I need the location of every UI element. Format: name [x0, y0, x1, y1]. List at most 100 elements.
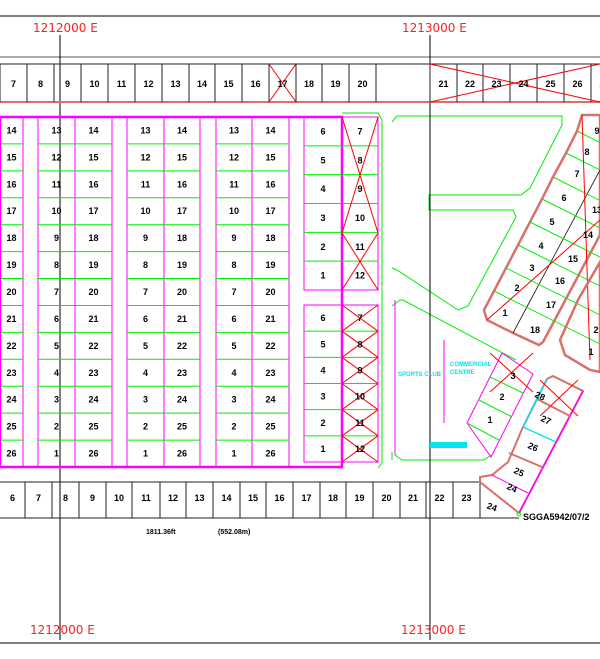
block-b-left-plot-2: 2: [143, 422, 148, 432]
east-top-right-plot-12: 12: [355, 271, 365, 281]
diagonal-inner-plot-15: 15: [568, 254, 578, 264]
diagonal-inner-plot-16: 16: [555, 276, 565, 286]
east-bottom-left-plot-3: 3: [320, 392, 325, 402]
diagonal-outer-plot-4: 4: [538, 241, 543, 251]
bottom-strip-plot-19: 19: [354, 493, 364, 503]
bottom-strip-plot-10: 10: [114, 493, 124, 503]
block-a-right-plot-18: 18: [88, 233, 98, 243]
bottom-strip-plot-22: 22: [434, 493, 444, 503]
block-a-left-plot-13: 13: [51, 125, 61, 135]
far-right-plot-2: 2: [593, 325, 598, 335]
east-top-right-plot-7: 7: [357, 126, 362, 136]
lot-line: [489, 376, 524, 394]
lower-east-plot-26: 26: [526, 440, 539, 453]
block-c-right-plot-18: 18: [265, 233, 275, 243]
cancelled-cross-line: [539, 379, 579, 417]
block-a-right-plot-23: 23: [88, 368, 98, 378]
diagonal-outer-plot-5: 5: [549, 217, 554, 227]
bottom-strip-plot-15: 15: [248, 493, 258, 503]
lower-east-plot-28: 28: [533, 389, 546, 402]
block-a-left-plot-12: 12: [51, 152, 61, 162]
grid-label-top-left: 1212000 E: [33, 21, 98, 35]
diagonal-outer-plot-6: 6: [561, 193, 566, 203]
block-c-left-plot-7: 7: [231, 287, 236, 297]
east-top-right-plot-10: 10: [355, 213, 365, 223]
east-bottom-right-plot-12: 12: [355, 444, 365, 454]
lot-line: [565, 152, 600, 171]
block-a-right-plot-20: 20: [88, 287, 98, 297]
block-b-left-plot-1: 1: [143, 449, 148, 459]
east-top-left-plot-2: 2: [320, 242, 325, 252]
left-partial-plot-14: 14: [6, 125, 16, 135]
block-a-right-plot-21: 21: [88, 314, 98, 324]
block-a-right-plot-16: 16: [88, 179, 98, 189]
cancelled-cross-line: [268, 63, 297, 103]
grid-label-bottom-right: 1213000 E: [401, 623, 466, 637]
block-b-right-plot-24: 24: [177, 395, 187, 405]
grid-label-bottom-left: 1212000 E: [30, 623, 95, 637]
lower-east-plot-25: 25: [512, 465, 525, 478]
lot-line: [517, 244, 600, 287]
lot-line: [541, 198, 600, 229]
top-strip-plot-13: 13: [170, 79, 180, 89]
block-a-left-plot-11: 11: [52, 179, 62, 189]
cancelled-cross-line: [341, 383, 379, 411]
lot-line: [505, 267, 600, 316]
top-strip-plot-25: 25: [545, 79, 555, 89]
block-c-right-plot-23: 23: [265, 368, 275, 378]
block-c-right-plot-19: 19: [265, 260, 275, 270]
cancelled-cross-line: [486, 219, 600, 321]
block-c-right-plot-26: 26: [265, 449, 275, 459]
top-strip-plot-10: 10: [89, 79, 99, 89]
block-b-left-plot-11: 11: [141, 179, 151, 189]
survey-point-marker: [516, 511, 522, 517]
block-b-right-plot-25: 25: [177, 422, 187, 432]
east-bottom-right-plot-9: 9: [357, 365, 362, 375]
east-bottom-left-plot-1: 1: [320, 444, 325, 454]
lower-east-plot-27: 27: [539, 413, 552, 426]
diagonal-outer-plot-7: 7: [574, 169, 579, 179]
lower-plot-1: 1: [487, 415, 492, 425]
block-b-right-plot-20: 20: [177, 287, 187, 297]
top-strip-plot-18: 18: [304, 79, 314, 89]
block-b-left-plot-10: 10: [140, 206, 150, 216]
block-a-left-plot-9: 9: [54, 233, 59, 243]
block-c-right-plot-25: 25: [265, 422, 275, 432]
left-partial-plot-21: 21: [6, 314, 16, 324]
left-partial-plot-26: 26: [6, 449, 16, 459]
bottom-strip-plot-17: 17: [301, 493, 311, 503]
block-b-right-plot-26: 26: [177, 449, 187, 459]
top-strip-plot-15: 15: [223, 79, 233, 89]
frame: [0, 15, 600, 644]
commercial-centre-label-2: CENTRE: [450, 370, 475, 376]
top-strip-plot-20: 20: [357, 79, 367, 89]
bottom-strip-plot-8: 8: [63, 493, 68, 503]
estate-boundary: [0, 115, 344, 469]
parcel-divider: [508, 452, 543, 468]
diagonal-inner-plot-17: 17: [546, 300, 556, 310]
diagonal-inner-plot-14: 14: [583, 230, 593, 240]
block-c-right-plot-24: 24: [265, 395, 275, 405]
survey-reference: SGGA5942/07/2: [523, 512, 590, 522]
block-a-left-plot-7: 7: [54, 287, 59, 297]
block-a-right-plot-22: 22: [88, 341, 98, 351]
parcel-layer: [0, 35, 600, 640]
diagonal-inner-plot-18: 18: [530, 325, 540, 335]
block-b-right-plot-16: 16: [177, 179, 187, 189]
bottom-strip-plot-18: 18: [328, 493, 338, 503]
parcel-divider: [491, 474, 529, 494]
grid-label-top-right: 1213000 E: [402, 21, 467, 35]
block-b-right-plot-22: 22: [177, 341, 187, 351]
bottom-strip-plot-21: 21: [408, 493, 418, 503]
block-b-right-plot-15: 15: [177, 152, 187, 162]
east-bottom-left-plot-2: 2: [320, 418, 325, 428]
left-partial-plot-18: 18: [6, 233, 16, 243]
bottom-strip-plot-11: 11: [141, 493, 151, 503]
top-strip-plot-21: 21: [438, 79, 448, 89]
left-partial-plot-15: 15: [6, 152, 16, 162]
block-c-left-plot-6: 6: [231, 314, 236, 324]
block-c-right-plot-17: 17: [265, 206, 275, 216]
cancelled-cross-line: [341, 356, 379, 384]
